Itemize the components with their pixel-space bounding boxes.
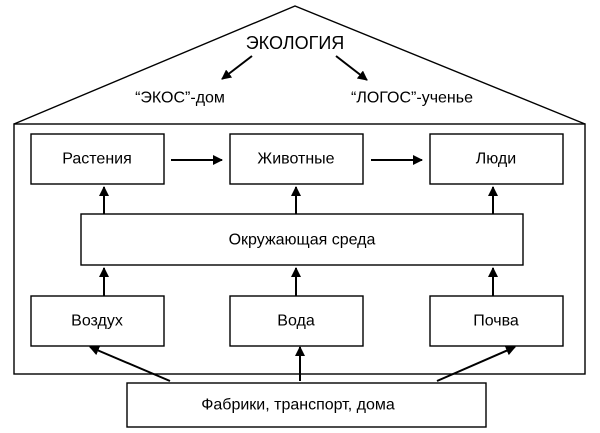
box-animals-label: Животные [257, 151, 334, 168]
box-environment [80, 213, 524, 266]
box-source [126, 382, 487, 428]
box-people [429, 133, 564, 185]
title-to-logos-arrow [335, 55, 368, 81]
box-air [30, 295, 165, 347]
box-environment-label: Окружающая среда [229, 232, 376, 249]
box-water [229, 295, 364, 347]
box-people-label: Люди [476, 151, 516, 168]
diagram-title: ЭКОЛОГИЯ [246, 33, 345, 53]
source-to-soil-arrow [436, 346, 516, 382]
box-soil [429, 295, 564, 347]
box-animals [229, 133, 364, 185]
box-water-label: Вода [277, 313, 315, 330]
title-to-ekos-arrow [221, 55, 253, 80]
house-roof [13, 5, 586, 125]
box-plants-label: Растения [62, 151, 132, 168]
source-to-air-arrow [89, 345, 171, 382]
logos-label: “ЛОГОС”-ученье [351, 90, 473, 107]
box-plants [30, 133, 165, 185]
box-source-label: Фабрики, транспорт, дома [201, 397, 395, 414]
box-soil-label: Почва [473, 313, 519, 330]
box-air-label: Воздух [71, 313, 123, 330]
ekos-label: “ЭКОС”-дом [135, 90, 225, 107]
